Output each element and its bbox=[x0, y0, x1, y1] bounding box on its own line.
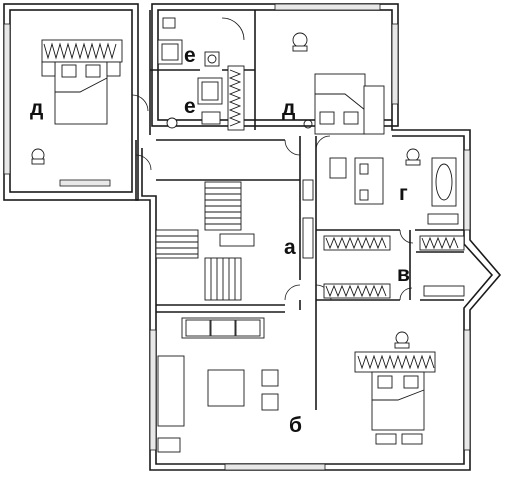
room-labels: а б в г д д е е bbox=[30, 44, 410, 437]
bathrooms bbox=[157, 17, 245, 131]
partitions bbox=[149, 10, 464, 410]
room-label-e-upper: е bbox=[184, 44, 196, 67]
master-bedroom bbox=[354, 331, 436, 445]
living-room bbox=[157, 317, 279, 453]
left-bedroom bbox=[31, 39, 123, 165]
room-label-v: в bbox=[397, 263, 410, 286]
windows bbox=[3, 3, 471, 471]
upper-bedroom bbox=[292, 32, 385, 135]
master-bathroom bbox=[329, 148, 459, 225]
room-label-a: а bbox=[284, 236, 296, 259]
room-label-b: б bbox=[289, 414, 302, 437]
room-label-g: г bbox=[399, 182, 408, 205]
wardrobes bbox=[323, 235, 465, 299]
room-label-d-upper: д bbox=[282, 97, 295, 120]
staircase bbox=[155, 179, 314, 301]
room-label-d-left: д bbox=[30, 97, 43, 120]
room-label-e-lower: е bbox=[184, 95, 196, 118]
